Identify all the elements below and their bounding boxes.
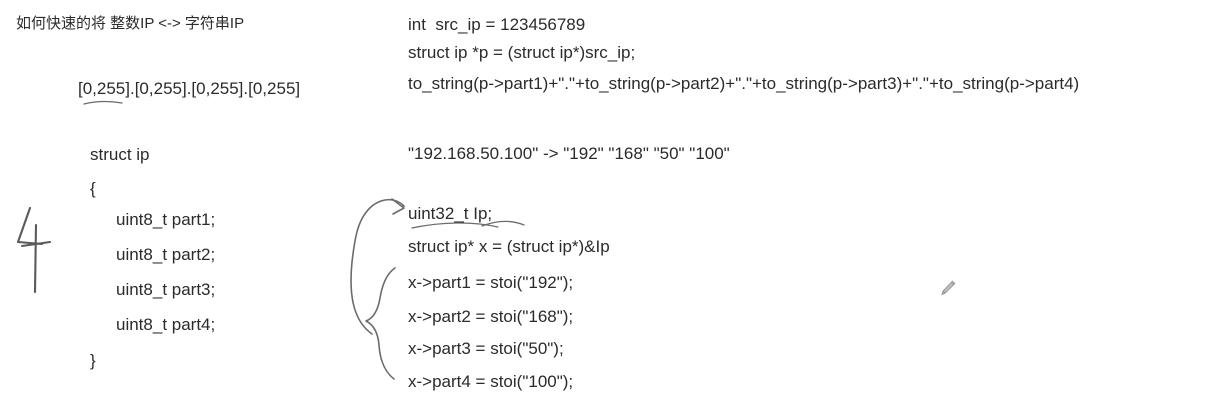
page-title: 如何快速的将 整数IP <-> 字符串IP: [16, 15, 245, 32]
code-line-struct-ip-view: struct ip* x = (struct ip*)&Ip: [408, 237, 610, 256]
underline-octet-range-annotation: [83, 100, 123, 105]
struct-field-part1: uint8_t part1;: [116, 210, 216, 229]
brace-group-assignments-annotation: [365, 267, 396, 380]
code-line-to-string-concat: to_string(p->part1)+"."+to_string(p->par…: [408, 74, 1080, 93]
struct-field-part3: uint8_t part3;: [116, 280, 216, 299]
arrow-to-uint32-annotation: [350, 198, 405, 335]
code-line-struct-ip-pointer: struct ip *p = (struct ip*)src_ip;: [408, 43, 636, 62]
code-line-assign-part2: x->part2 = stoi("168");: [408, 307, 574, 326]
struct-declaration-header: struct ip: [90, 145, 150, 164]
code-line-assign-part4: x->part4 = stoi("100");: [408, 372, 574, 391]
struct-field-part2: uint8_t part2;: [116, 245, 216, 264]
struct-open-brace: {: [90, 179, 96, 198]
struct-close-brace: }: [90, 351, 96, 370]
code-line-int-src-ip: int src_ip = 123456789: [408, 15, 586, 34]
example-ip-split-line: "192.168.50.100" -> "192" "168" "50" "10…: [408, 144, 730, 163]
code-line-assign-part3: x->part3 = stoi("50");: [408, 339, 564, 358]
code-line-assign-part1: x->part1 = stoi("192");: [408, 273, 574, 292]
struct-field-part4: uint8_t part4;: [116, 315, 216, 334]
pencil-cursor-icon: [941, 280, 956, 296]
ip-octet-range-line: [0,255].[0,255].[0,255].[0,255]: [78, 79, 301, 98]
handwritten-digit-4-annotation: [16, 206, 52, 294]
code-line-uint32-ip: uint32_t Ip;: [408, 204, 493, 223]
